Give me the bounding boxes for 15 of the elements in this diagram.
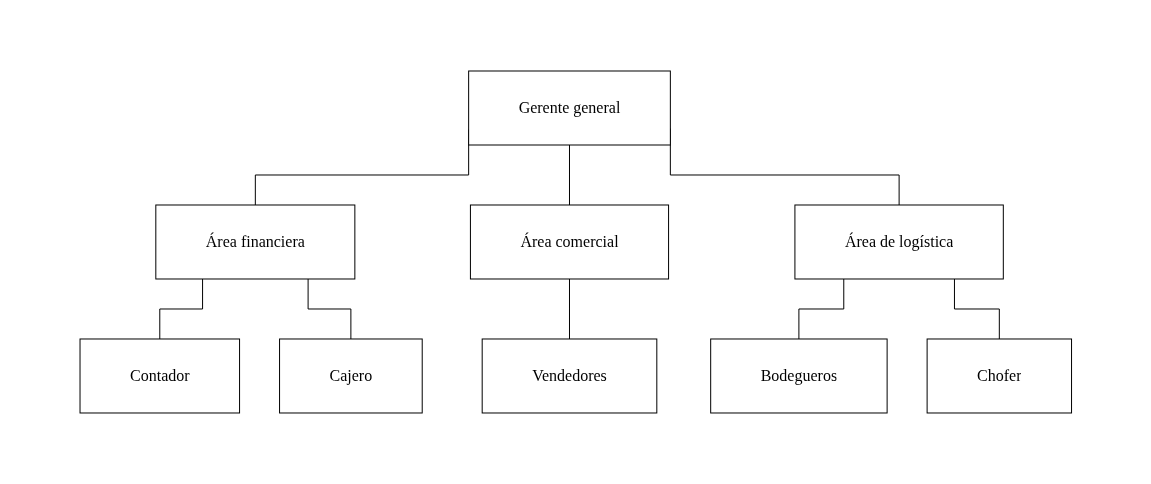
connector (798, 278, 844, 340)
node-box: Contador (79, 338, 240, 414)
connector (568, 278, 570, 340)
node-box: Vendedores (481, 338, 658, 414)
node-box: Gerente general (467, 70, 671, 146)
node-box: Área comercial (469, 204, 669, 280)
node-box: Cajero (278, 338, 423, 414)
connector (159, 278, 203, 340)
node-box: Área financiera (155, 204, 356, 280)
connector (568, 144, 570, 206)
connector (307, 278, 352, 340)
node-box: Área de logística (794, 204, 1004, 280)
node-box: Chofer (926, 338, 1072, 414)
node-box: Bodegueros (709, 338, 888, 414)
connector (953, 278, 1000, 340)
